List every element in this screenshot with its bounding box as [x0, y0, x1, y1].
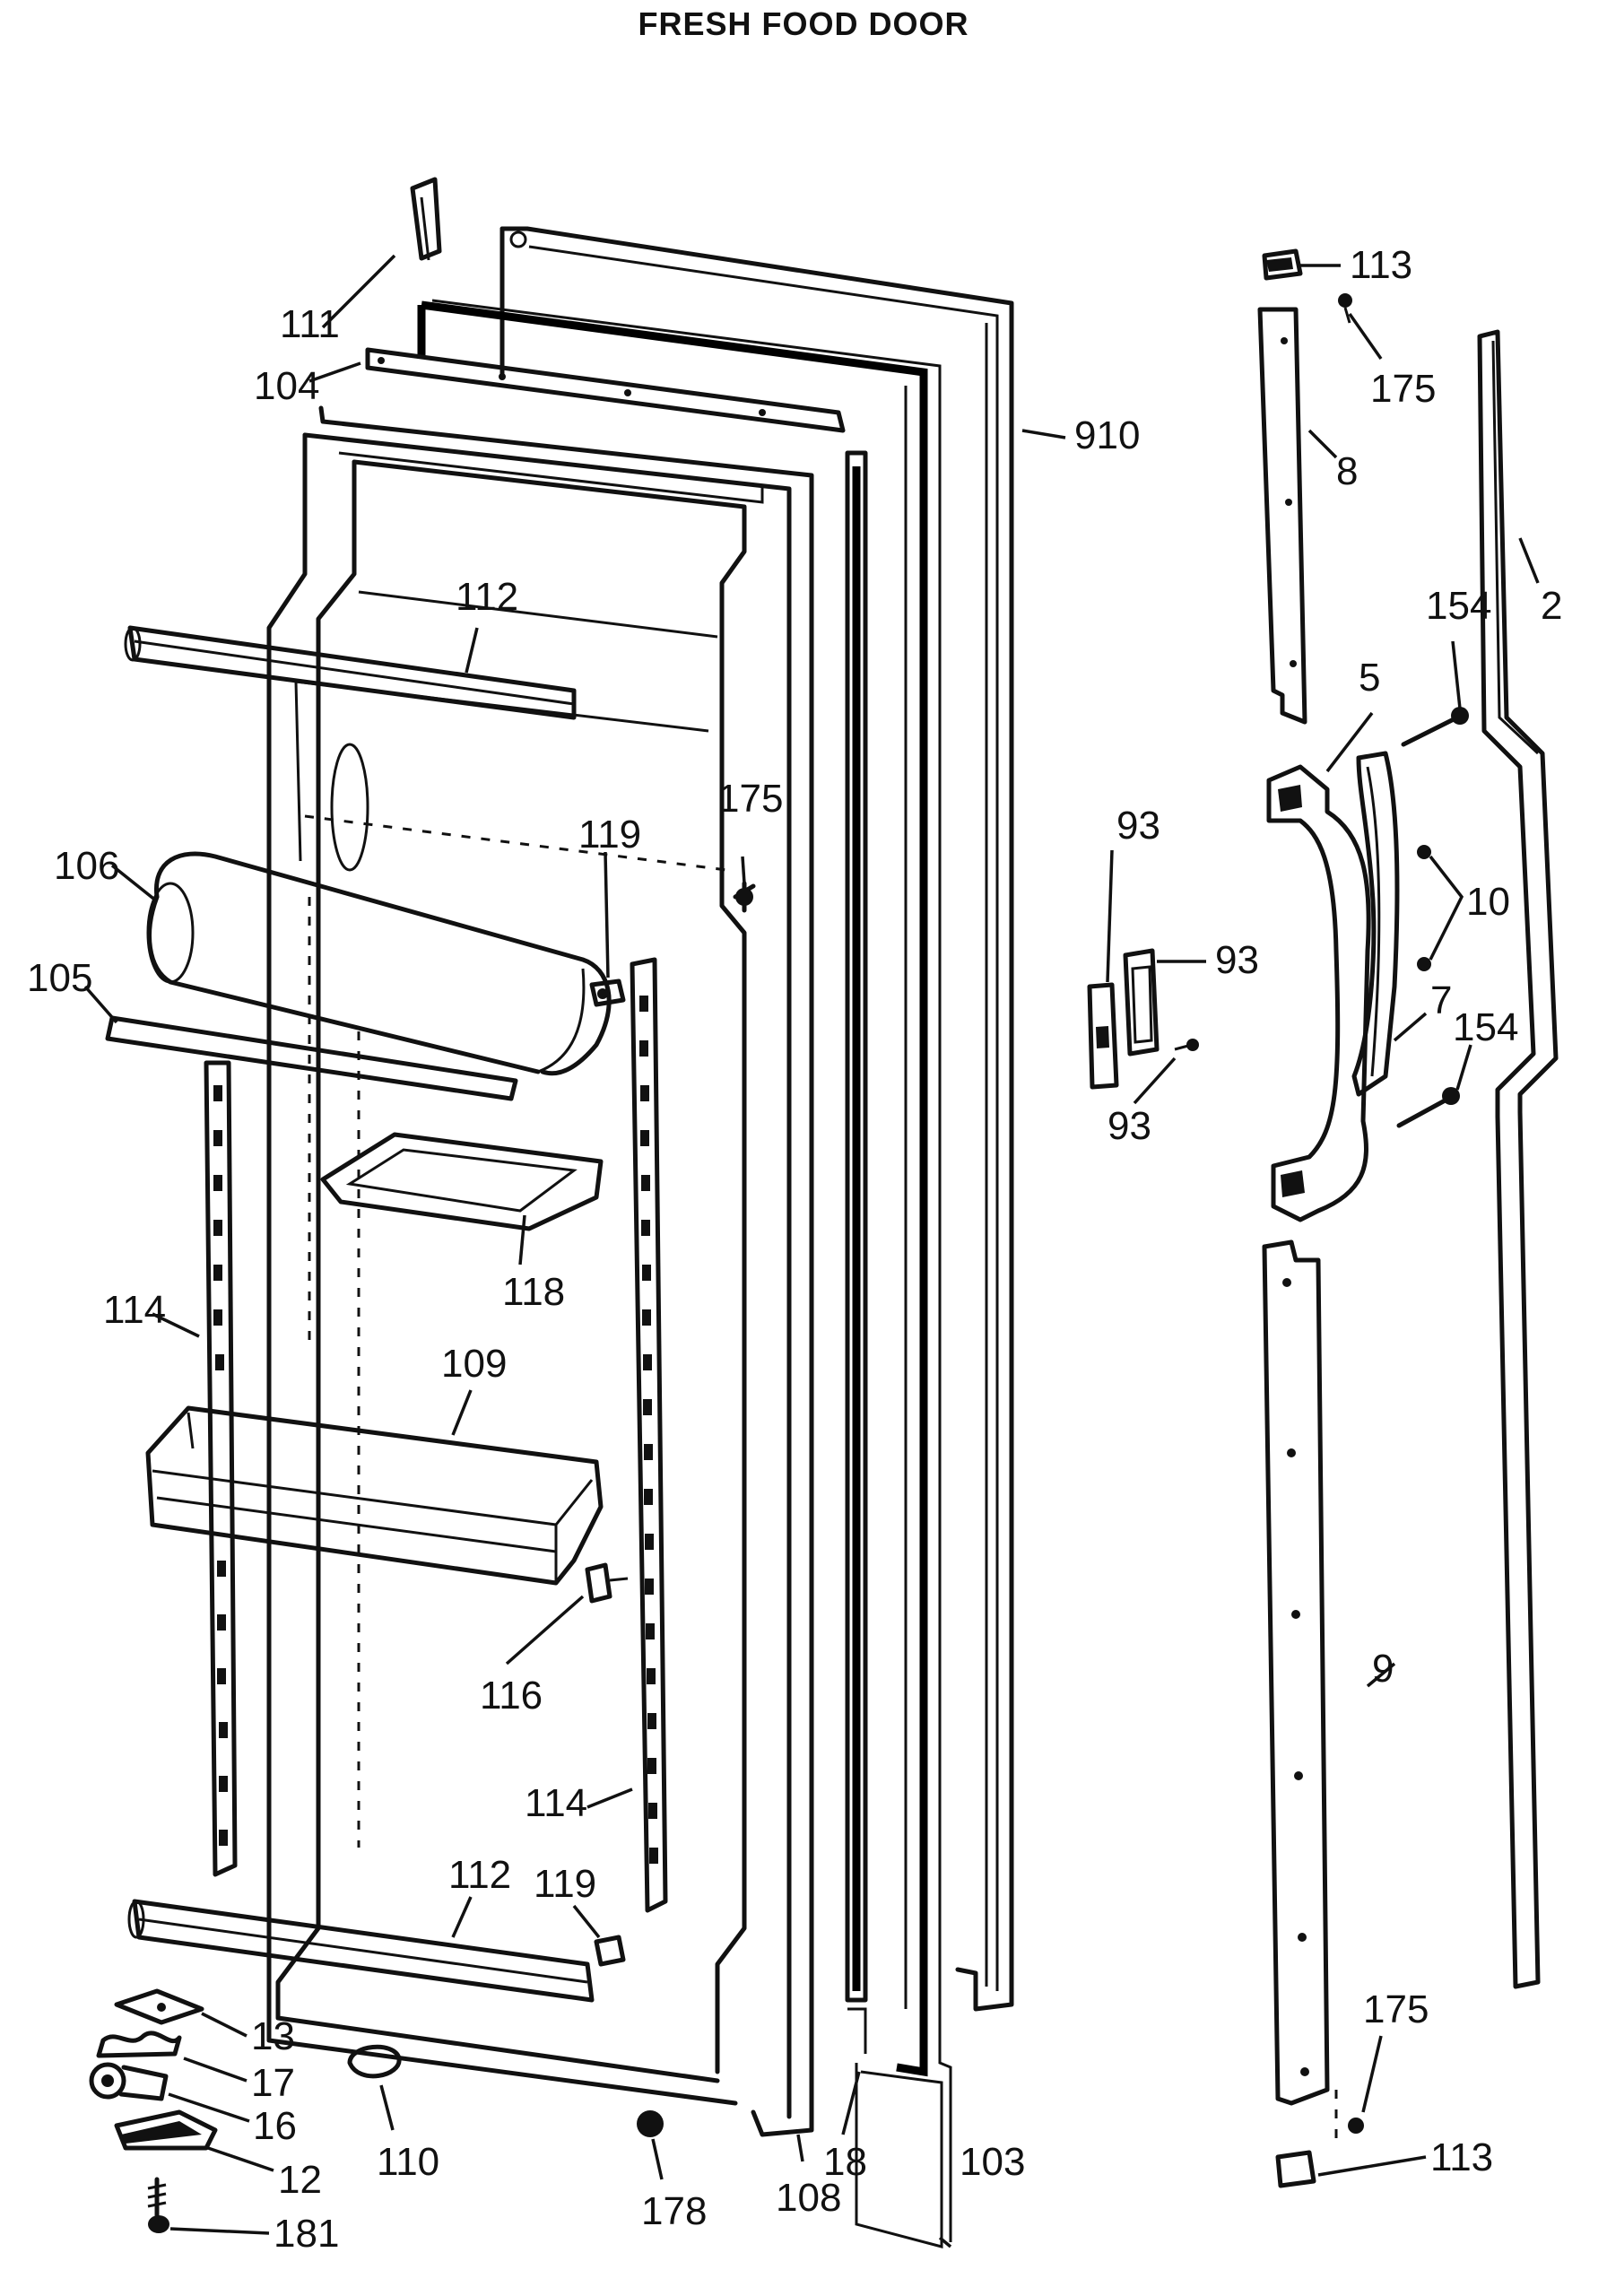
- dairy-compartment-106: [146, 851, 612, 1076]
- shelf-button-119-top: [589, 978, 626, 1007]
- plug-178: [637, 2110, 664, 2137]
- callout-116: 116: [480, 1674, 543, 1718]
- callout-13: 13: [251, 2014, 295, 2058]
- handle-trim-8: [1257, 307, 1307, 725]
- shelf-rail-112-top: [124, 625, 577, 720]
- callout-103: 103: [960, 2140, 1025, 2184]
- callout-108: 108: [776, 2176, 841, 2220]
- callout-12: 12: [278, 2158, 322, 2202]
- callout-112-top: 112: [456, 575, 518, 619]
- callout-119-top: 119: [578, 813, 641, 857]
- callout-labels: 111 104 910 112 175 119 106 105 118 114 …: [27, 243, 1562, 2256]
- handle-trim-9: [1262, 1239, 1330, 2106]
- callout-114-right: 114: [525, 1781, 587, 1825]
- callout-175-top: 175: [1370, 367, 1436, 411]
- screw-175-top: [1338, 293, 1352, 324]
- callout-119-bottom: 119: [534, 1862, 596, 1906]
- callout-17: 17: [251, 2061, 295, 2105]
- leader-lines: [83, 254, 1540, 2248]
- callout-93-bottom: 93: [1108, 1104, 1151, 1148]
- callout-5: 5: [1359, 656, 1380, 700]
- callout-154-bottom: 154: [1453, 1005, 1518, 1049]
- callout-154-top: 154: [1426, 584, 1491, 628]
- hinge-plate-13: [114, 1988, 204, 2025]
- shelf-rail-112-bottom: [127, 1899, 595, 2003]
- callout-7: 7: [1430, 978, 1452, 1022]
- handle-insert-7: [1351, 751, 1400, 1097]
- outer-door-panel: [499, 226, 1014, 2012]
- top-cap-111: [410, 177, 442, 261]
- diagram-title: FRESH FOOD DOOR: [638, 5, 969, 42]
- screw-175-bottom: [1334, 2090, 1364, 2144]
- screw-154-top: [1401, 707, 1469, 747]
- callout-16: 16: [253, 2104, 297, 2148]
- callout-910: 910: [1074, 413, 1140, 457]
- shelf-button-119-bottom: [594, 1935, 626, 1967]
- handle-body-5: [1266, 764, 1371, 1222]
- callout-118: 118: [502, 1270, 565, 1314]
- breaker-strip: [845, 450, 868, 2054]
- end-cap-113-bottom: [1275, 2150, 1316, 2188]
- bushing-16: [89, 2062, 169, 2101]
- callout-8: 8: [1336, 449, 1358, 493]
- door-liner: [266, 405, 814, 2137]
- shim-17: [96, 2031, 182, 2058]
- callout-110: 110: [377, 2140, 439, 2184]
- callout-105: 105: [27, 956, 92, 1000]
- shelf-support-114-left: [204, 1060, 238, 1877]
- callout-2: 2: [1541, 584, 1562, 628]
- callout-9: 9: [1372, 1647, 1394, 1691]
- callout-93-top: 93: [1116, 804, 1160, 848]
- pin-116: [585, 1562, 629, 1604]
- callout-112-bottom: 112: [448, 1853, 511, 1897]
- end-cap-113-top: [1262, 248, 1303, 281]
- callout-175-bottom: 175: [1363, 1987, 1429, 2031]
- callout-113-bottom: 113: [1430, 2135, 1493, 2179]
- hinge-bracket-12: [114, 2109, 218, 2151]
- callout-93-right: 93: [1215, 938, 1259, 982]
- top-trim-104: [365, 347, 846, 433]
- screw-175-liner: [733, 881, 756, 913]
- callout-114-left: 114: [103, 1288, 166, 1332]
- callout-181: 181: [274, 2212, 339, 2256]
- stop-110: [347, 2044, 402, 2079]
- handle-trim-2: [1477, 329, 1559, 1989]
- shelf-support-114-right: [630, 957, 668, 1913]
- callout-175-liner: 175: [717, 777, 783, 821]
- callout-111: 111: [280, 302, 340, 346]
- callout-18: 18: [823, 2140, 867, 2184]
- callout-104: 104: [254, 364, 319, 408]
- callout-106: 106: [54, 844, 119, 888]
- dairy-lid-105: [105, 1015, 518, 1101]
- butter-tray-118: [320, 1132, 604, 1231]
- door-bin-109: [145, 1405, 604, 1586]
- callout-10: 10: [1466, 880, 1510, 924]
- screw-181: [147, 2177, 169, 2233]
- screw-154-bottom: [1396, 1087, 1460, 1128]
- door-gasket: [417, 299, 952, 2248]
- callout-178: 178: [641, 2189, 707, 2233]
- callout-113-top: 113: [1350, 243, 1412, 287]
- screws-10: [1417, 845, 1431, 971]
- callout-109: 109: [441, 1342, 507, 1386]
- hinge-plates-93: [1087, 948, 1199, 1090]
